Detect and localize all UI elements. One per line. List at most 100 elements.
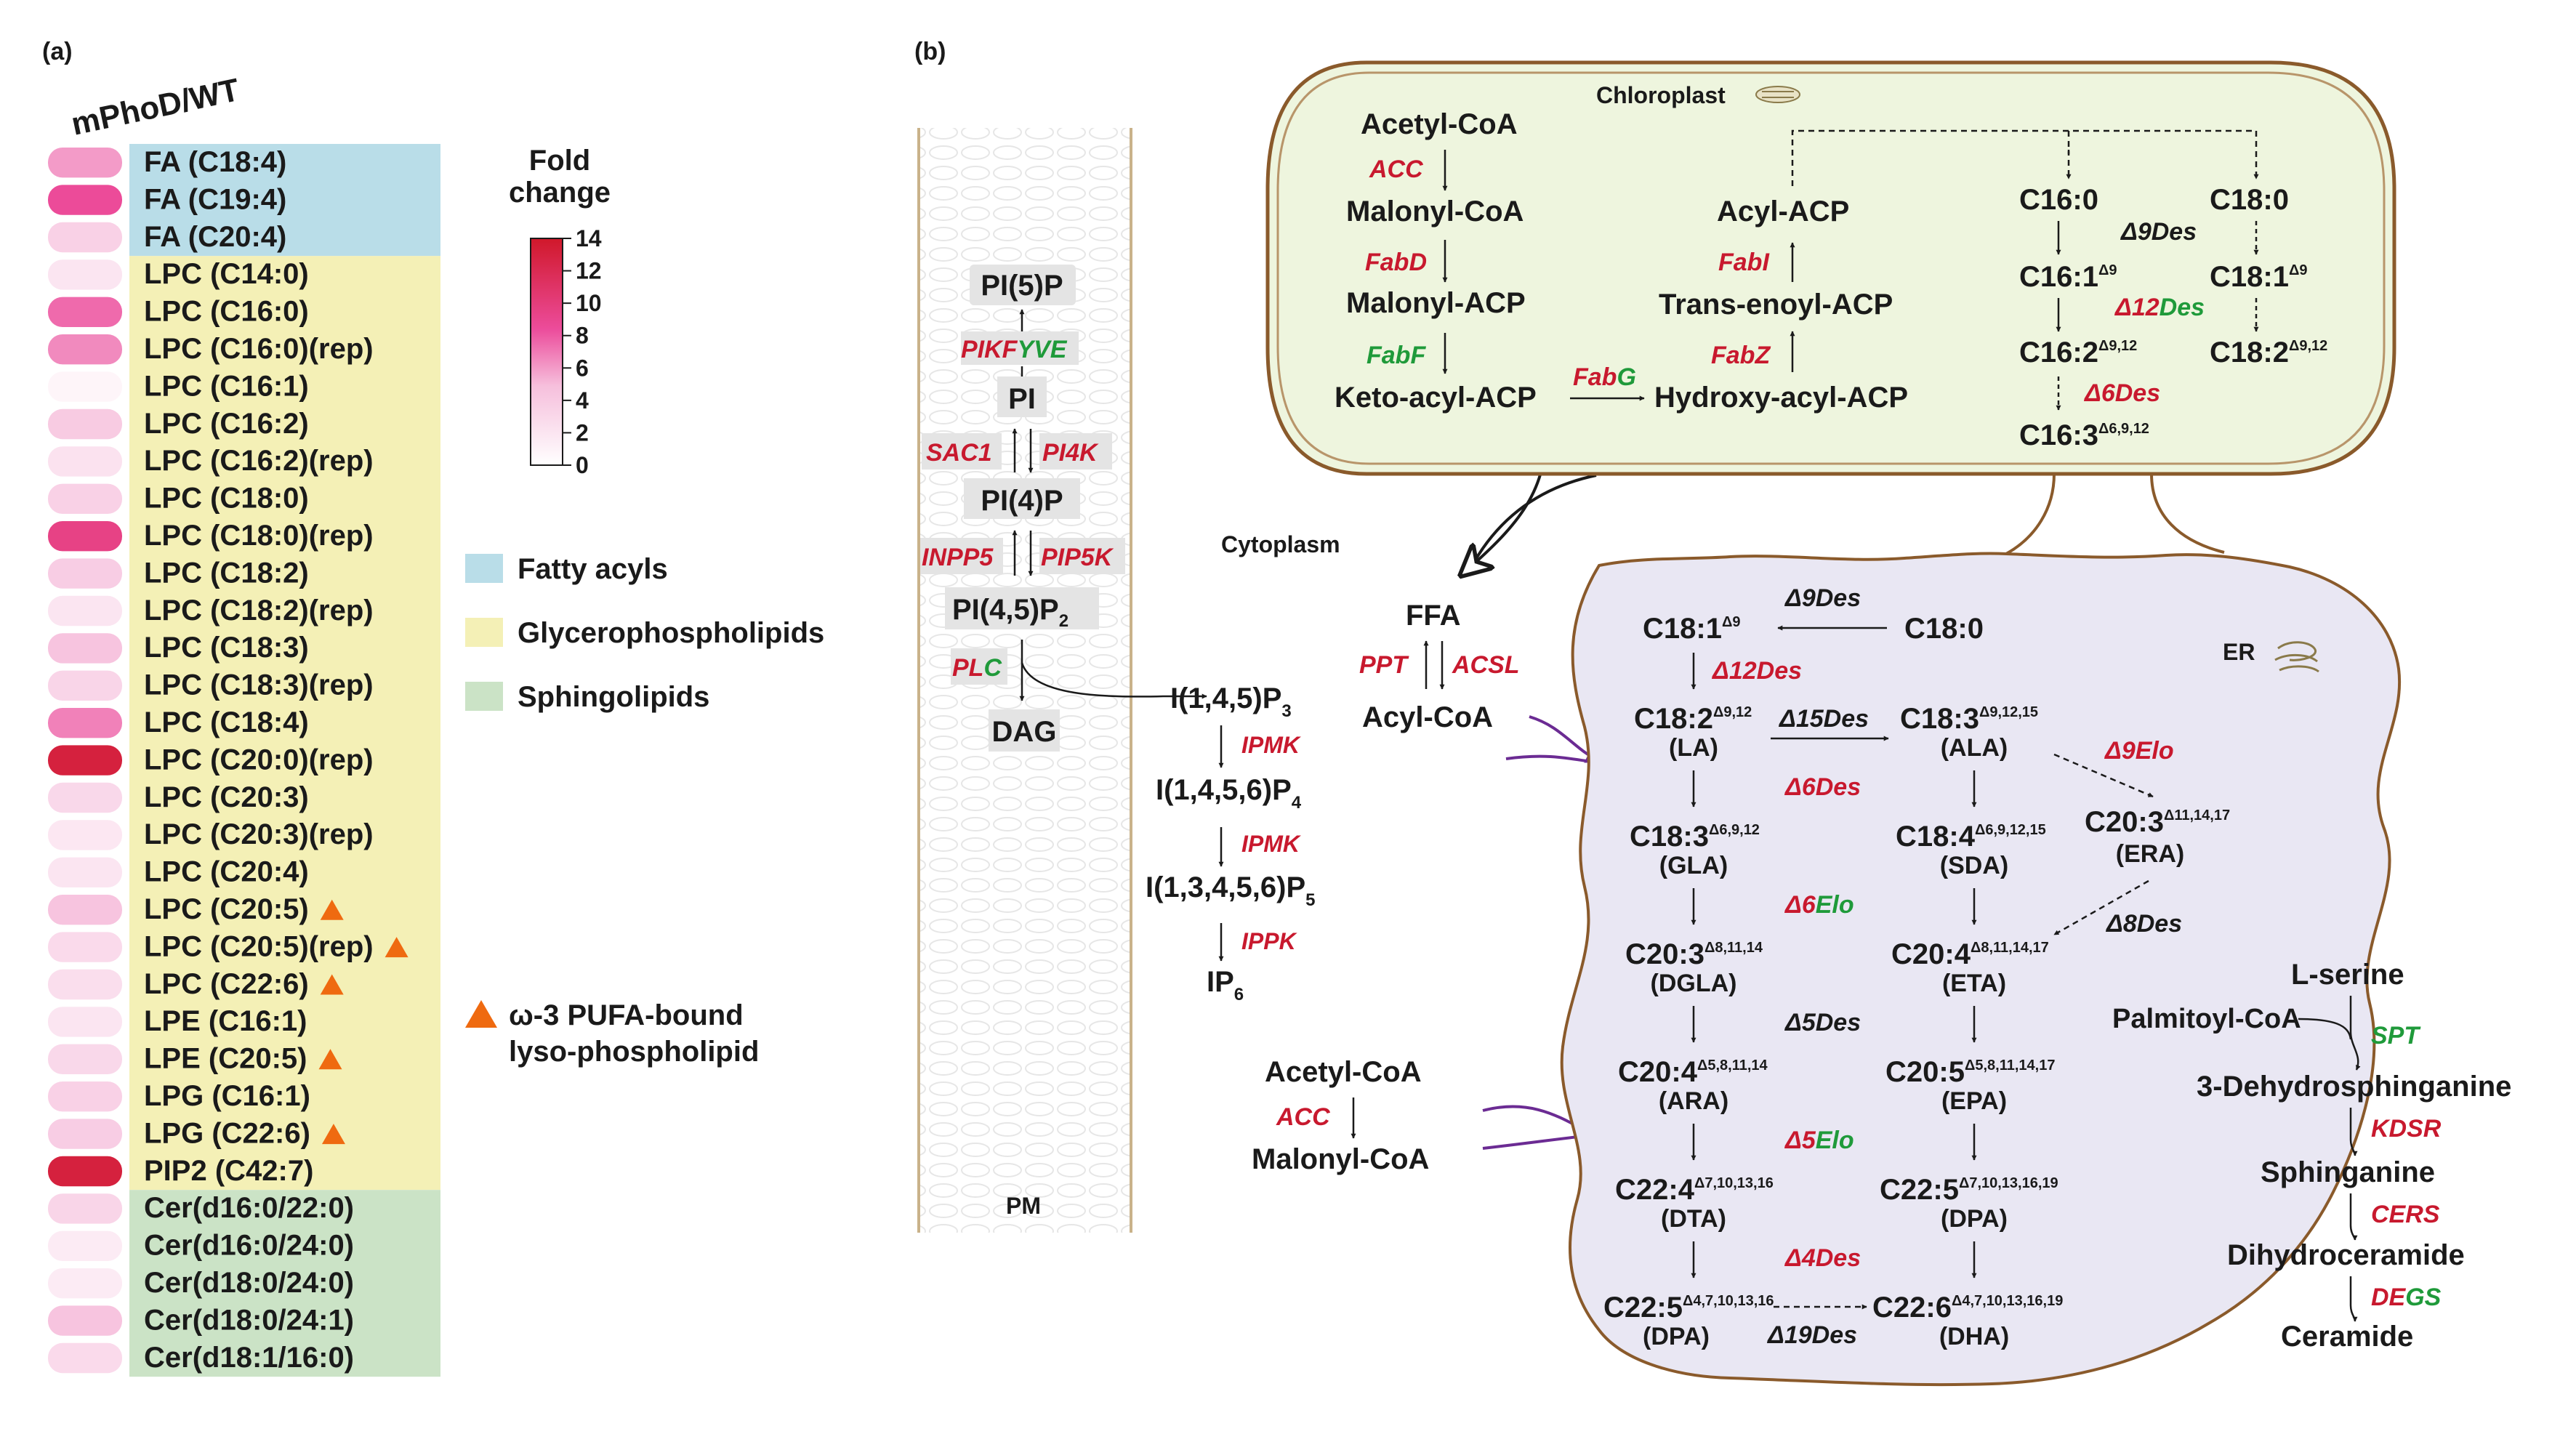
row-label: LPG (C16:1)	[144, 1080, 310, 1112]
omega3-triangle-icon	[320, 899, 344, 920]
ip6-subscript: 6	[1234, 985, 1244, 1004]
pip2-box	[945, 587, 1099, 629]
ip5-subscript: 5	[1305, 890, 1315, 910]
er-c18-3a-text: C18:3	[1900, 703, 1979, 735]
er-dpa-a-label: (DPA)	[1643, 1323, 1710, 1350]
row-label: LPC (C20:3)	[144, 781, 309, 813]
dag-node: DAG	[992, 716, 1057, 748]
heatmap-cell	[48, 670, 122, 701]
arrow-palmitoyl-join	[2298, 1018, 2352, 1040]
cp-acetyl-coa-node: Acetyl-CoA	[1361, 108, 1518, 140]
row-label: LPC (C16:2)	[144, 408, 309, 440]
er-d15des-label: Δ15Des	[1778, 705, 1869, 733]
heatmap-cell	[48, 222, 122, 253]
spacer	[1468, 474, 1539, 560]
er-d8des-label: Δ8Des	[2105, 910, 2182, 938]
row-label: Cer(d18:0/24:1)	[144, 1304, 354, 1336]
legend-swatch-fatty-acyls	[465, 554, 503, 583]
row-labels: FA (C18:4)FA (C19:4)FA (C20:4)LPC (C14:0…	[144, 146, 374, 1374]
class-band-sp	[129, 1190, 440, 1377]
arrow-acylcoa-to-er-tail	[1505, 754, 1601, 765]
er-c20-3d-sup: Δ8,11,14	[1704, 940, 1763, 956]
legend-title-change: change	[509, 177, 611, 209]
heatmap-cells	[48, 148, 122, 1374]
er-c20-4a-text: C20:4	[1618, 1056, 1698, 1088]
colorbar-tick-label: 2	[576, 419, 589, 446]
row-label: LPC (C16:0)	[144, 296, 309, 328]
er-c20-4a-node: C20:4Δ5,8,11,14	[1618, 1056, 1768, 1088]
heatmap-cell	[48, 857, 122, 887]
colorbar-tick-label: 0	[576, 452, 589, 478]
row-label: LPC (C20:3)(rep)	[144, 818, 374, 850]
row-label: FA (C19:4)	[144, 183, 286, 215]
row-label: Cer(d16:0/24:0)	[144, 1230, 354, 1262]
cp-c16-0-node: C16:0	[2019, 184, 2098, 216]
pm-label: PM	[1006, 1193, 1041, 1219]
row-label: Cer(d18:0/24:0)	[144, 1267, 354, 1299]
ipmk-label-1: IPMK	[1241, 732, 1302, 758]
er-dpa-b-label: (DPA)	[1941, 1205, 2008, 1233]
dihydroceramide-node: Dihydroceramide	[2227, 1239, 2465, 1271]
row-label: LPC (C20:0)(rep)	[144, 744, 374, 776]
er-c18-2-text: C18:2	[1634, 703, 1713, 735]
degs-label: DEGS	[2371, 1284, 2442, 1311]
heatmap-cell	[48, 708, 122, 738]
class-legend: Fatty acyls Glycerophospholipids Sphingo…	[465, 553, 824, 1068]
ip3-node: I(1,4,5)P3	[1170, 682, 1292, 721]
kdsr-label: KDSR	[2371, 1115, 2442, 1143]
heatmap-cell	[48, 1007, 122, 1037]
pi4p-node: PI(4)P	[981, 485, 1063, 517]
palmitoyl-coa-node: Palmitoyl-CoA	[2112, 1004, 2301, 1034]
degs-red: DE	[2371, 1284, 2407, 1311]
pip5k-box	[1039, 538, 1125, 574]
pikfyve-red: PIKF	[961, 336, 1018, 363]
acyl-acp-node: Acyl-ACP	[1717, 196, 1849, 227]
row-label: LPE (C16:1)	[144, 1005, 307, 1037]
pi5p-node: PI(5)P	[981, 270, 1063, 302]
ffa-node: FFA	[1406, 600, 1461, 632]
chloroplast-er-connection	[2005, 473, 2225, 555]
er-c20-5-node: C20:5Δ5,8,11,14,17	[1885, 1056, 2055, 1088]
row-label: LPC (C16:2)(rep)	[144, 445, 374, 477]
cp-c16-3-text: C16:3	[2019, 419, 2098, 451]
arrow-to-sphinganine	[2349, 1108, 2358, 1156]
er-d9des-label: Δ9Des	[1784, 584, 1861, 612]
colorbar-tick-label: 6	[576, 355, 589, 381]
heatmap-cell	[48, 334, 122, 365]
row-label: LPC (C18:3)(rep)	[144, 669, 374, 701]
legend-label-omega3-2: lyso-phospholipid	[509, 1036, 759, 1068]
cp-d6des-label: Δ6Des	[2083, 379, 2160, 407]
arrow-to-dihydroceramide	[2349, 1193, 2358, 1241]
heatmap-cell	[48, 1119, 122, 1149]
heatmap-cell	[48, 820, 122, 850]
plc-green: C	[983, 654, 1002, 682]
cp-c18-2-node: C18:2Δ9,12	[2210, 337, 2327, 368]
arrow-ala-to-era	[2053, 753, 2154, 798]
ip3-subscript: 3	[1281, 701, 1291, 721]
ip3-text: I(1,4,5)P	[1170, 682, 1281, 714]
er-c20-5-sup: Δ5,8,11,14,17	[1965, 1058, 2055, 1074]
colorbar-tick-label: 4	[576, 387, 589, 414]
heatmap-cell	[48, 1156, 122, 1187]
chloroplast-inner-membrane	[1276, 71, 2386, 465]
er-c18-3g-node: C18:3Δ6,9,12	[1630, 821, 1760, 853]
cyto-malonyl-coa-node: Malonyl-CoA	[1252, 1143, 1429, 1175]
er-d19des-label: Δ19Des	[1766, 1321, 1857, 1349]
cp-c18-1-text: C18:1	[2210, 261, 2289, 293]
ip4-text: I(1,4,5,6)P	[1156, 774, 1292, 806]
fabg-label: FabG	[1573, 363, 1636, 391]
er-c22-5b-text: C22:5	[1880, 1174, 1959, 1206]
legend-label-glycerophospholipids: Glycerophospholipids	[518, 617, 824, 649]
heatmap-cell	[48, 1342, 122, 1374]
er-ara-label: (ARA)	[1659, 1087, 1728, 1115]
arrow-pip2-to-ip3	[1021, 662, 1207, 699]
er-c20-3d-node: C20:3Δ8,11,14	[1625, 938, 1763, 970]
inositol-pathway: I(1,4,5)P3 IPMK I(1,4,5,6)P4 IPMK I(1,3,…	[1146, 682, 1315, 1004]
fabi-label: FabI	[1718, 249, 1770, 276]
degs-green: GS	[2405, 1284, 2441, 1311]
er-dha-label: (DHA)	[1939, 1323, 2009, 1350]
er-c18-2-node: C18:2Δ9,12	[1634, 703, 1752, 735]
er-d5des-label: Δ5Des	[1784, 1009, 1861, 1036]
panel-a-label: (a)	[42, 38, 73, 65]
